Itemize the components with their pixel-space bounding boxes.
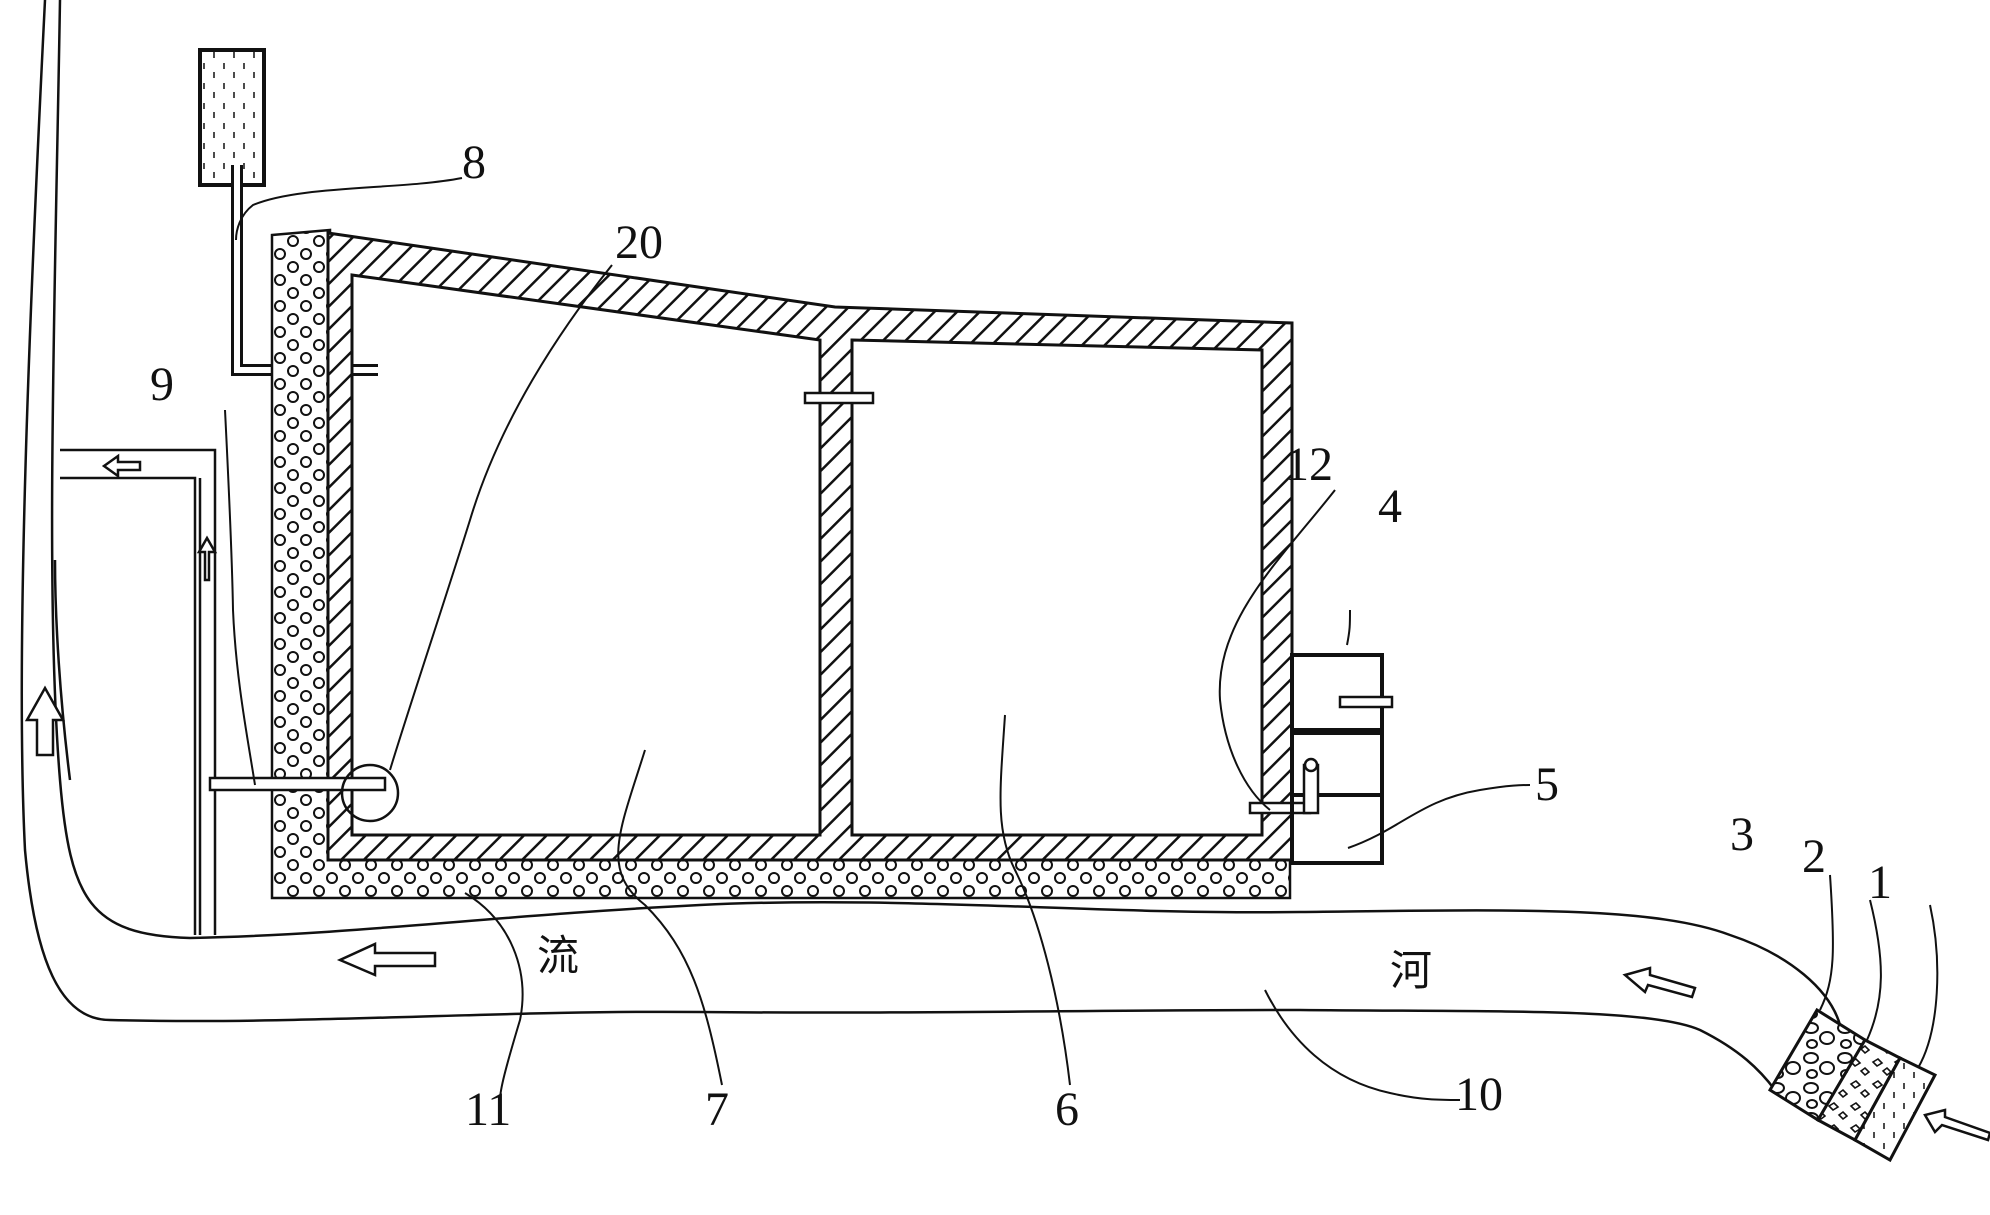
label-7: 7: [705, 1083, 729, 1136]
leader-1: [1917, 904, 1939, 1069]
outlet-pipe-9: [208, 776, 387, 792]
river-upper-bank: [50, 0, 1842, 1026]
label-5: 5: [1535, 758, 1559, 811]
inlet-filter: [1767, 1007, 1938, 1163]
leader-12: [1218, 489, 1336, 811]
label-12: 12: [1285, 438, 1333, 491]
label-3: 3: [1730, 808, 1754, 861]
arrow-channel-up: [196, 535, 218, 582]
leader-20: [389, 264, 613, 771]
leader-11: [464, 892, 524, 1101]
leader-4: [1346, 609, 1351, 646]
outer-wall: [326, 231, 1294, 862]
label-20: 20: [615, 216, 663, 269]
label-2: 2: [1802, 830, 1826, 883]
label-9: 9: [150, 358, 174, 411]
number-labels: 8 20 9 12 4 5 7 6 11 10 3 2 1: [150, 136, 1892, 1136]
arrow-up-left: [24, 685, 66, 757]
arrow-river-left: [336, 942, 437, 977]
layer-1: [1852, 1056, 1938, 1163]
label-6: 6: [1055, 1083, 1079, 1136]
leader-3: [1819, 874, 1834, 1011]
leader-7: [617, 749, 723, 1086]
label-11: 11: [465, 1083, 511, 1136]
leader-9: [224, 409, 256, 786]
river: [20, 0, 1842, 1091]
box-4: [1290, 653, 1384, 732]
detail-circle-20: [340, 763, 400, 823]
main-structure: [326, 231, 1294, 862]
arrow-channel-left: [101, 453, 142, 479]
leader-10: [1264, 989, 1461, 1101]
leader-2: [1866, 899, 1882, 1041]
river-lower-bank: [20, 0, 1776, 1091]
label-1: 1: [1868, 856, 1892, 909]
river-left-branch-edge: [53, 559, 72, 781]
leader-6: [999, 714, 1071, 1086]
leader-8: [235, 177, 463, 241]
arrow-river-right: [1622, 966, 1697, 999]
box-5: [1290, 731, 1384, 865]
river-text: 流 河: [537, 934, 1432, 995]
label-8: 8: [462, 136, 486, 189]
middle-partition: [820, 340, 852, 835]
label-10: 10: [1455, 1068, 1503, 1121]
partition-pipe: [803, 391, 875, 405]
pipe-12: [1248, 801, 1312, 815]
river-char-left: 流: [537, 934, 579, 980]
leader-5: [1347, 784, 1531, 849]
arrow-inlet: [1923, 1108, 1990, 1142]
flow-arrows: [24, 453, 1990, 1142]
leader-lines: [224, 177, 1939, 1101]
boxes-4-5: [1290, 653, 1394, 865]
pipes: [208, 391, 1312, 823]
outlet-channel: [60, 448, 217, 935]
river-char-right: 河: [1390, 949, 1432, 995]
label-4: 4: [1378, 480, 1402, 533]
